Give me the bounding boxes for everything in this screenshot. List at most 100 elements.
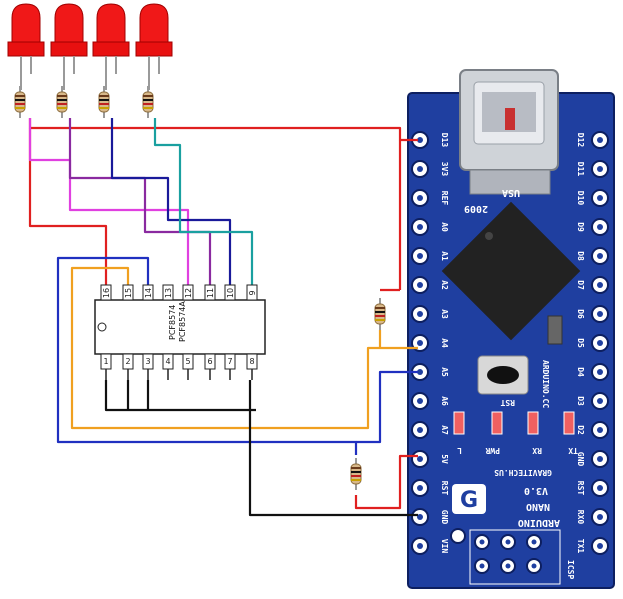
ic-part-line2: PCF8574A: [178, 301, 187, 342]
usb-connector: [459, 69, 559, 195]
board-pin-label: TX1: [576, 539, 585, 554]
ic-pin-label: 2: [125, 357, 130, 366]
board-pin-label: D3: [576, 396, 585, 406]
ic-pin-16: [100, 284, 112, 301]
board-pin-label: A0: [440, 222, 449, 232]
board-pin-label: D5: [576, 338, 585, 348]
wire-purple: [68, 118, 212, 285]
ic-pin-13: [162, 284, 174, 301]
pullup-resistor-a5: [350, 458, 362, 490]
wire-red-top: [28, 118, 418, 142]
pwr-label: PWR: [485, 446, 500, 455]
wire-teal: [153, 118, 254, 285]
board-pin-label: A5: [440, 367, 449, 377]
ic-pin-label: 5: [185, 357, 190, 366]
ic-pin-10: [224, 284, 236, 301]
wire-navy: [110, 118, 232, 285]
nano-label: NANO: [526, 501, 550, 512]
rst-label: RST: [500, 398, 515, 407]
board-pin-label: GND: [576, 452, 585, 467]
ic-pin-label: 1: [103, 357, 108, 366]
board-pin-label: D7: [576, 280, 585, 290]
board-pin-label: VIN: [440, 539, 449, 554]
ic-pin-label: 12: [184, 288, 193, 298]
led-resistor-3: [98, 86, 110, 118]
pullup-resistor-a4: [374, 288, 400, 348]
board-pin-label: RST: [440, 481, 449, 496]
ic-pin-11: [204, 284, 216, 301]
wire-blue-a5: [356, 370, 418, 444]
year-label: 2009: [464, 203, 488, 214]
tx-label: TX: [568, 446, 578, 455]
ic-pin-label: 13: [164, 288, 173, 298]
ic-pin-label: 10: [226, 288, 235, 298]
board-pin-label: RX0: [576, 510, 585, 525]
icsp-header: [469, 529, 561, 585]
board-pin-label: 3V3: [440, 162, 449, 177]
led-resistor-2: [56, 86, 68, 118]
crystal-component: [547, 315, 563, 345]
board-pin-label: REF: [440, 191, 449, 206]
l-led-label: L: [457, 446, 462, 455]
led-row: [7, 3, 173, 90]
wire-black-a: [104, 380, 256, 412]
ic-pin-label: 4: [165, 357, 170, 366]
board-pin-label: D13: [440, 133, 449, 148]
board-pin-label: A3: [440, 309, 449, 319]
ic-pin-9: [246, 284, 258, 301]
ic-pin-label: 11: [206, 288, 215, 298]
usa-label: USA: [502, 187, 520, 198]
board-pin-label: D11: [576, 162, 585, 177]
ic-pin-label: 8: [249, 357, 254, 366]
led-1: [7, 3, 45, 90]
reset-button[interactable]: [477, 355, 529, 395]
arduino-nano-board: G USA 2009 RST ARDUINO.CC PWR RX TX L GR…: [407, 69, 615, 589]
ic-pin-label: 3: [145, 357, 150, 366]
wires: [28, 118, 418, 517]
board-pin-label: A6: [440, 396, 449, 406]
led-2: [50, 3, 88, 90]
board-pin-label: GND: [440, 510, 449, 525]
ic-pin-label: 14: [144, 288, 153, 298]
board-pin-label: D10: [576, 191, 585, 206]
arduino-cc-label: ARDUINO.CC: [541, 360, 550, 408]
led-4: [135, 3, 173, 90]
board-pin-label: A2: [440, 280, 449, 290]
board-pin-label: A7: [440, 425, 449, 435]
board-pin-label: D8: [576, 251, 585, 261]
board-pin-label: D9: [576, 222, 585, 232]
board-pin-label: RST: [576, 481, 585, 496]
icsp-label: ICSP: [566, 560, 575, 579]
wire-red-vcc: [28, 128, 108, 285]
version-label: V3.0: [524, 485, 548, 496]
board-pin-label: D12: [576, 133, 585, 148]
board-pin-label: A4: [440, 338, 449, 348]
gravitech-logo: [452, 484, 486, 514]
led-resistor-4: [142, 86, 154, 118]
ic-notch: [97, 322, 107, 332]
board-pin-label: 5V: [440, 454, 449, 464]
wire-magenta: [28, 118, 190, 285]
ic-pin-label: 15: [124, 288, 133, 298]
wire-black-gnd: [248, 380, 418, 517]
ic-pin-14: [142, 284, 154, 301]
wire-navy-pin14: [56, 256, 358, 455]
gravitech-label: GRAVITECH.US: [494, 468, 552, 477]
wire-red-5v: [354, 454, 418, 510]
board-pin-label: D6: [576, 309, 585, 319]
rx-label: RX: [532, 446, 542, 455]
mounting-hole: [450, 528, 466, 544]
led-resistor-1: [14, 86, 26, 118]
resistor-row: [14, 86, 400, 490]
ic-part-line1: PCF8574: [168, 305, 177, 340]
ic-pin-label: 9: [248, 290, 257, 295]
gravitech-logo-glyph: G: [460, 488, 478, 513]
ic-pin-label: 7: [227, 357, 232, 366]
board-pin-label: A1: [440, 251, 449, 261]
wire-orange: [70, 266, 418, 430]
led-3: [92, 3, 130, 90]
